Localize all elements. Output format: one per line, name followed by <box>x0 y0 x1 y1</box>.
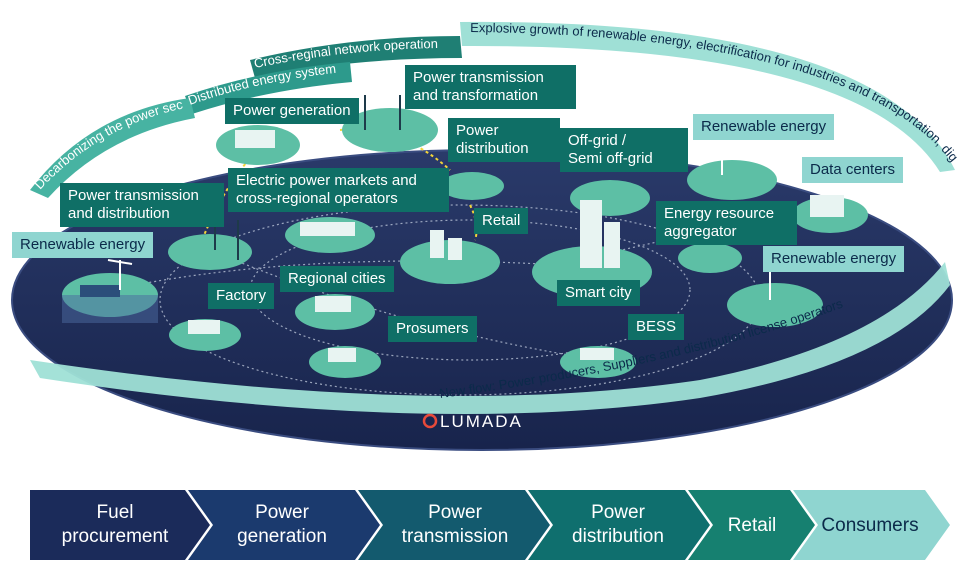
label-retail: Retail <box>474 208 529 234</box>
lumada-brand: LUMADA <box>440 412 523 431</box>
label-era-line2: aggregator <box>664 223 737 240</box>
label-ptt-line2: and transformation <box>413 87 539 104</box>
chain-step-consumers <box>793 490 950 560</box>
cross-regional-arc-band <box>250 36 462 78</box>
label-markets: Electric power markets and cross-regiona… <box>228 168 449 212</box>
chain-consumers-line1: Consumers <box>821 515 918 536</box>
island-renewable-top-right <box>687 140 777 200</box>
label-data-centers: Data centers <box>802 157 904 183</box>
chain-step-retail <box>688 490 815 560</box>
label-pd-line2: distribution <box>456 140 529 157</box>
label-ptt-line1: Power transmission <box>413 69 544 86</box>
label-ptt: Power transmission and transformation <box>405 65 576 109</box>
island-bess <box>560 346 636 378</box>
label-pd: Power distribution <box>448 118 560 162</box>
chain-transmission-line1: Power <box>428 502 483 523</box>
label-prosumers: Prosumers <box>388 316 477 342</box>
label-offgrid: Off-grid / Semi off-grid <box>560 128 688 172</box>
label-offgrid-line1: Off-grid / <box>568 132 627 149</box>
chain-distribution-line1: Power <box>591 502 646 523</box>
new-flow-arc-band <box>30 262 950 414</box>
chain-step-transmission <box>358 490 550 560</box>
island-markets <box>285 217 375 253</box>
chain-transmission-line2: transmission <box>402 526 509 547</box>
label-renewable-right: Renewable energy <box>763 246 905 272</box>
island-renewable-left <box>62 259 158 323</box>
island-retail <box>400 230 500 284</box>
label-markets-line2: cross-regional operators <box>236 190 398 207</box>
label-ptd: Power transmission and distribution <box>60 183 224 227</box>
chain-fuel-line1: Fuel <box>97 502 134 523</box>
label-offgrid-line2: Semi off-grid <box>568 150 653 167</box>
island-era <box>678 243 742 273</box>
chain-step-distribution <box>528 490 710 560</box>
chain-step-generation <box>188 490 380 560</box>
label-renewable-top-right: Renewable energy <box>693 114 835 140</box>
chain-distribution-line2: distribution <box>572 526 664 547</box>
island-factory <box>169 319 241 351</box>
label-pd-line1: Power <box>456 122 499 139</box>
label-markets-line1: Electric power markets and <box>236 172 417 189</box>
island-ptt <box>342 95 438 152</box>
value-chain: Fuel procurement Power generation Power … <box>30 490 950 560</box>
label-era-line1: Energy resource <box>664 205 775 222</box>
label-power-generation: Power generation <box>225 98 359 124</box>
outer-arc-band <box>460 21 955 173</box>
island-power-generation <box>216 125 300 165</box>
label-ptd-line2: and distribution <box>68 205 170 222</box>
label-smart-city: Smart city <box>557 280 640 306</box>
decarbonizing-arc-band <box>30 98 195 198</box>
label-ptd-line1: Power transmission <box>68 187 199 204</box>
chain-retail-line1: Retail <box>728 515 777 536</box>
island-pd <box>440 172 504 200</box>
chain-step-fuel <box>30 490 210 560</box>
label-renewable-left: Renewable energy <box>12 232 154 258</box>
label-era: Energy resource aggregator <box>656 201 797 245</box>
chain-fuel-line2: procurement <box>62 526 169 547</box>
island-prosumers <box>309 346 381 378</box>
chain-generation-line2: generation <box>237 526 327 547</box>
lumada-logo-icon <box>422 413 438 429</box>
island-data-centers <box>792 195 868 233</box>
chain-generation-line1: Power <box>255 502 310 523</box>
label-regional-cities: Regional cities <box>280 266 394 292</box>
decarbonizing-arc-text: Decarbonizing the power sector <box>0 0 184 192</box>
label-bess: BESS <box>628 314 685 340</box>
label-factory: Factory <box>208 283 275 309</box>
island-regional-cities <box>295 294 375 330</box>
